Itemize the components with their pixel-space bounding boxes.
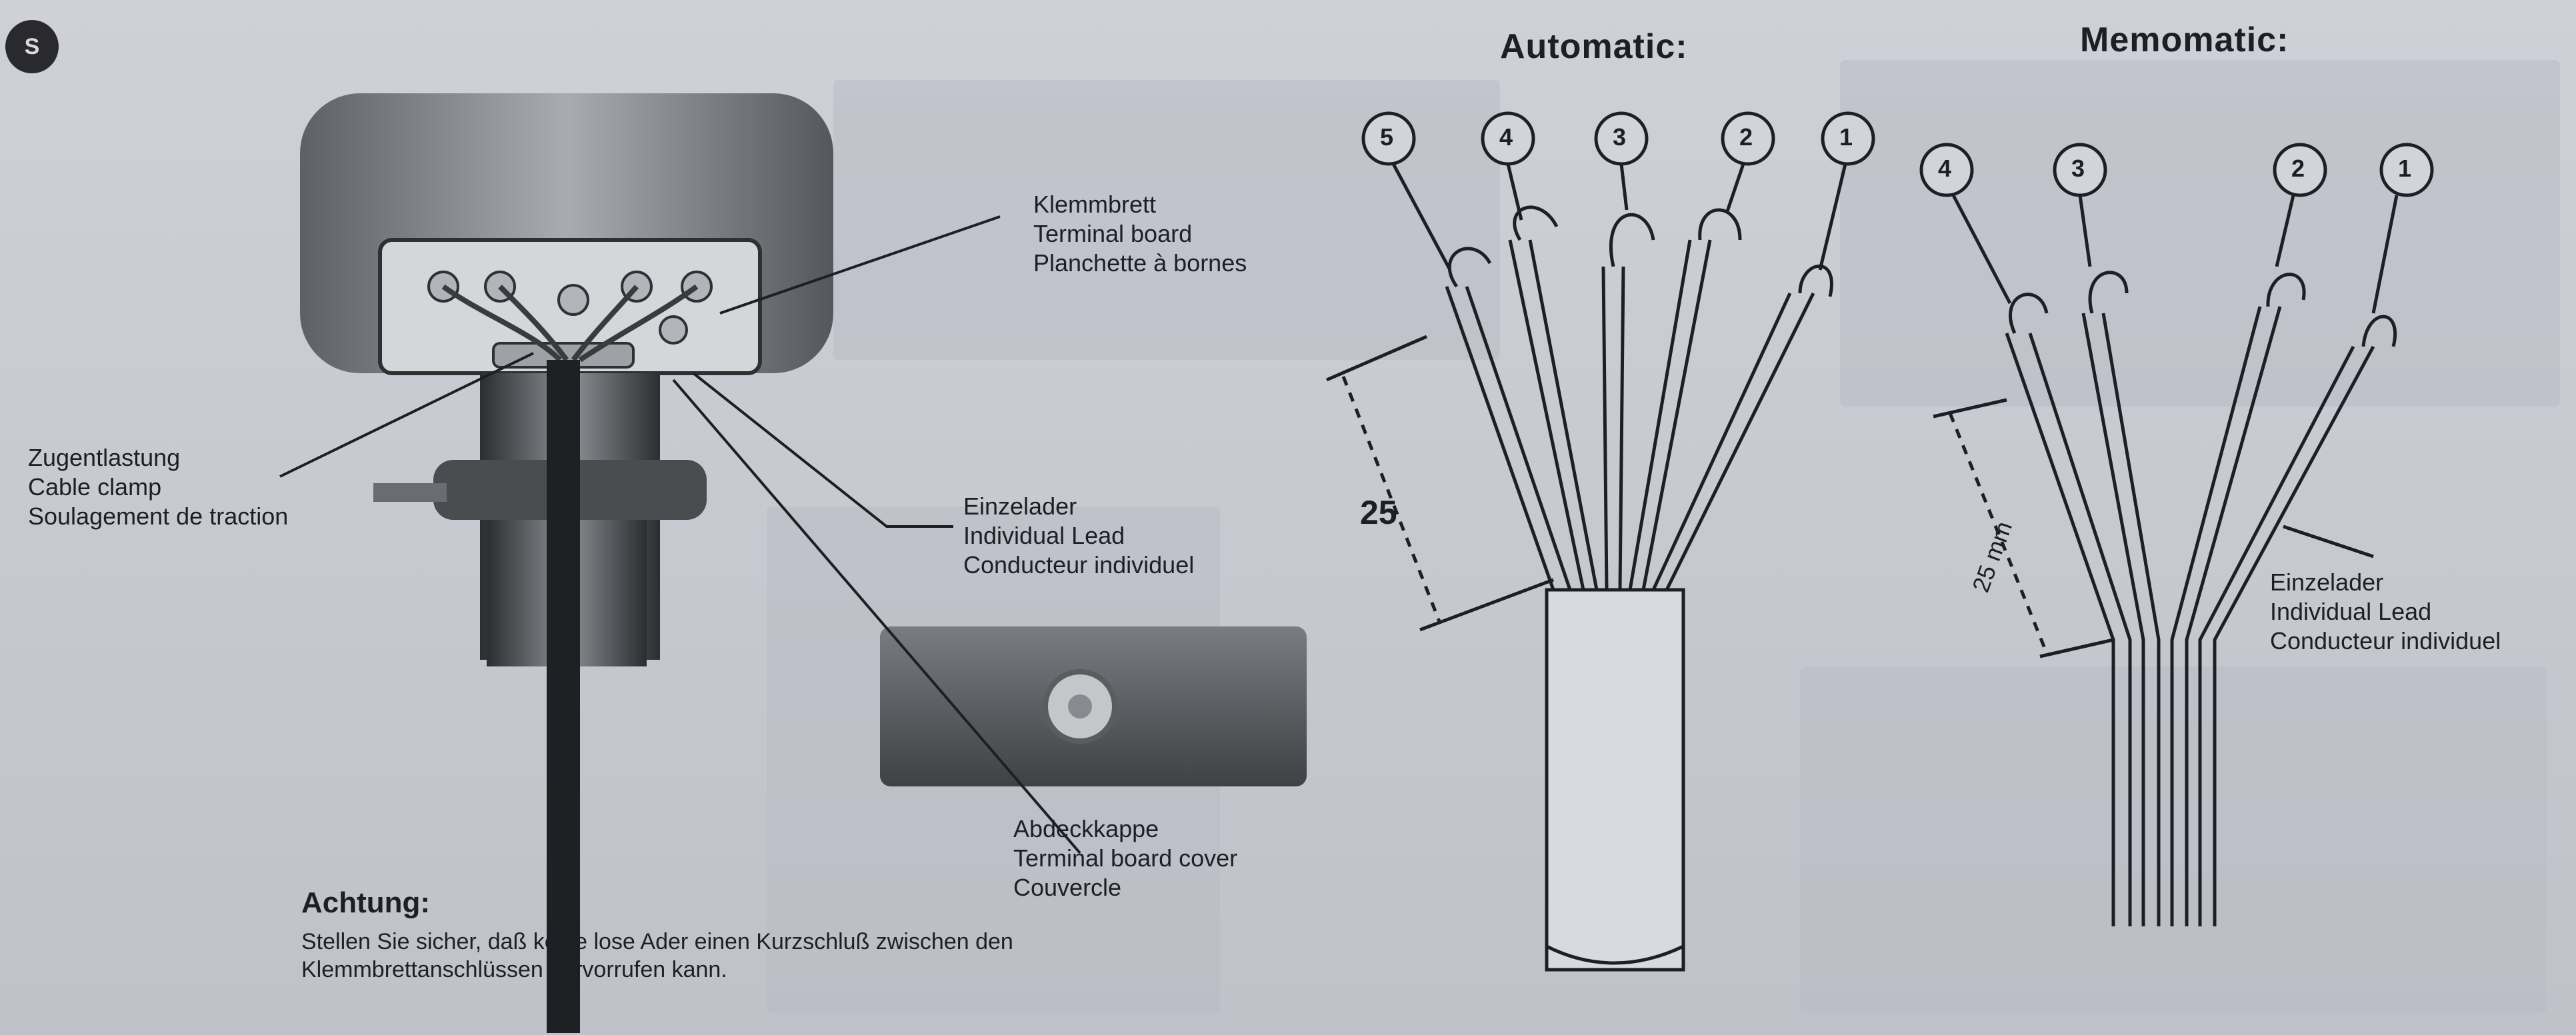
- memo-wire-1b: [2213, 345, 2375, 926]
- automatic-cable-sheath: [1545, 588, 1685, 972]
- auto-dim-top: [1326, 335, 1427, 382]
- auto-wire-4: [1508, 239, 1585, 590]
- memo-leader-3: [2078, 195, 2092, 267]
- auto-hook-5: [1447, 247, 1492, 288]
- memomatic-diagram: [1919, 143, 2434, 926]
- individual-lead-label: Einzelader Individual Lead Conducteur in…: [963, 493, 1195, 578]
- warning-title: Achtung:: [301, 886, 431, 919]
- memo-wire-4b: [2028, 333, 2132, 926]
- memo-hook-1: [2361, 315, 2397, 347]
- auto-wire-number-4: 4: [1499, 123, 1513, 151]
- cable-clamp-label: Zugentlastung Cable clamp Soulagement de…: [28, 444, 289, 530]
- memo-hook-4: [2009, 293, 2049, 335]
- memo-hook-2: [2266, 273, 2306, 307]
- auto-leader-2: [1725, 163, 1745, 214]
- memo-leader-1: [2371, 195, 2399, 314]
- auto-leader-4: [1506, 163, 1523, 221]
- terminal-screw: [557, 284, 589, 316]
- auto-circle-2: [1721, 111, 1775, 166]
- warning-text: Stellen Sie sicher, daß keine lose Ader …: [301, 929, 1013, 982]
- cable: [547, 360, 580, 1033]
- auto-wire-number-3: 3: [1613, 123, 1627, 151]
- auto-wire-2b: [1641, 239, 1712, 590]
- memo-dim-bottom: [2039, 638, 2114, 658]
- memo-wire-number-4: 4: [1938, 155, 1952, 182]
- auto-wire-3: [1601, 266, 1609, 590]
- memo-leader-individual-lead: [2283, 524, 2374, 558]
- terminal-screw: [659, 315, 688, 345]
- automatic-diagram: [1326, 111, 1875, 972]
- leader-cover: [672, 379, 1081, 854]
- cover-knob-center: [1068, 694, 1092, 718]
- side-bolt: [373, 483, 447, 502]
- cover-label: Abdeckkappe Terminal board cover Couverc…: [1013, 815, 1238, 901]
- auto-leader-1: [1818, 163, 1847, 271]
- memo-wire-3b: [2101, 313, 2161, 926]
- memo-wire-3: [2081, 313, 2145, 926]
- memo-wire-number-2: 2: [2291, 155, 2305, 182]
- auto-wire-4b: [1528, 239, 1599, 590]
- auto-wire-5b: [1465, 286, 1572, 590]
- memo-dim-axis: [1948, 413, 2049, 654]
- auto-leader-5: [1391, 163, 1452, 271]
- memo-wire-number-3: 3: [2071, 155, 2085, 182]
- memo-circle-4: [1919, 143, 1974, 197]
- memo-wire-number-1: 1: [2398, 155, 2412, 182]
- device-photo: [300, 93, 833, 1033]
- auto-wire-5: [1445, 286, 1555, 590]
- wire-bundle: [441, 284, 699, 363]
- leader-cable-clamp: [279, 352, 534, 478]
- leader-terminal-board: [719, 215, 1001, 315]
- auto-circle-5: [1361, 111, 1416, 166]
- leader-individual-lead: [692, 372, 953, 528]
- memo-wire-1: [2198, 345, 2355, 926]
- memo-leader-2: [2275, 195, 2295, 267]
- auto-wire-1b: [1665, 292, 1815, 591]
- auto-hook-1: [1798, 264, 1833, 297]
- automatic-heading: Automatic:: [1500, 27, 1688, 66]
- auto-hook-2: [1698, 208, 1742, 241]
- memo-circle-1: [2379, 143, 2434, 197]
- terminal-board-label: Klemmbrett Terminal board Planchette à b…: [1033, 191, 1247, 277]
- auto-wire-number-5: 5: [1380, 123, 1394, 151]
- page-marker: S: [5, 20, 59, 73]
- auto-wire-2: [1628, 239, 1692, 590]
- auto-wire-number-2: 2: [1739, 123, 1753, 151]
- auto-circle-1: [1821, 111, 1875, 166]
- auto-wire-1: [1651, 292, 1792, 591]
- cover-photo: [880, 626, 1307, 786]
- auto-wire-3b: [1618, 266, 1625, 590]
- memo-wire-2b: [2185, 306, 2282, 926]
- memo-leader-4: [1951, 194, 2012, 305]
- sheath-cut: [1545, 944, 1685, 965]
- automatic-dimension: 25: [1360, 494, 1397, 531]
- auto-dim-bottom: [1419, 578, 1554, 632]
- memo-circle-2: [2273, 143, 2327, 197]
- memo-dim-top: [1933, 398, 2007, 419]
- bleed-through-block: [1840, 60, 2560, 407]
- memomatic-heading: Memomatic:: [2080, 21, 2289, 59]
- auto-hook-3: [1609, 213, 1655, 267]
- auto-wire-number-1: 1: [1839, 123, 1853, 151]
- individual-lead-label-right: Einzelader Individual Lead Conducteur in…: [2270, 568, 2501, 654]
- auto-hook-4: [1513, 205, 1559, 241]
- memo-hook-3: [2088, 271, 2129, 314]
- auto-leader-3: [1619, 163, 1629, 211]
- memo-wire-2: [2170, 306, 2262, 926]
